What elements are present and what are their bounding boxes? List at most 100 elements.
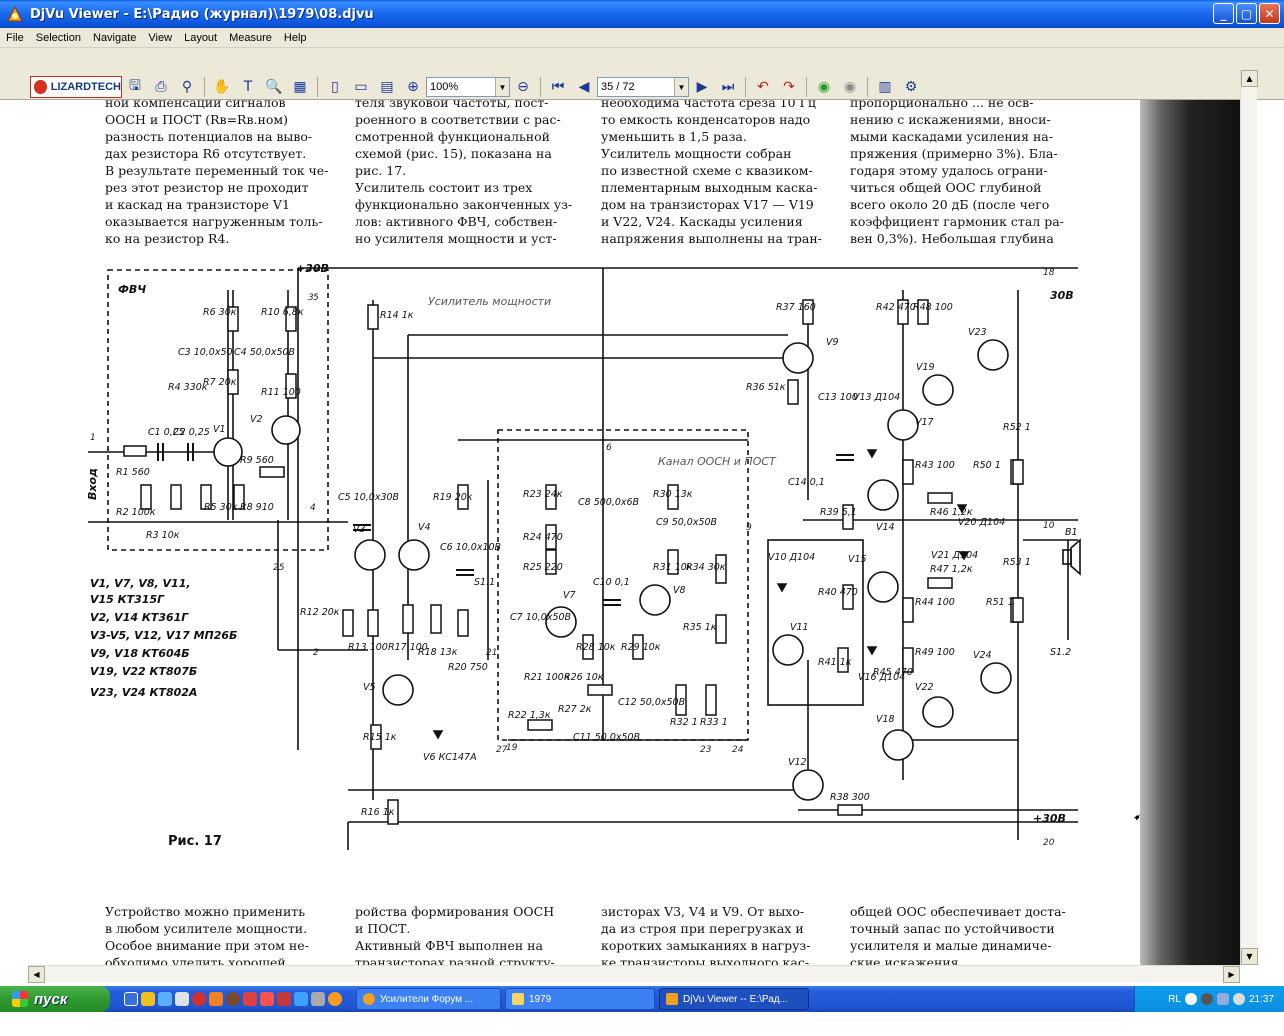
text-line: читься общей ООС глубиной — [850, 180, 1042, 195]
tray-app-icon[interactable] — [1200, 993, 1213, 1005]
component-label: V7 — [563, 590, 576, 601]
title-bar[interactable]: DjVu Viewer - E:\Радио (журнал)\1979\08.… — [0, 0, 1284, 28]
quicklaunch-app-icon[interactable] — [328, 992, 342, 1006]
start-button[interactable]: пуск — [0, 986, 110, 1012]
text-select-icon[interactable]: T — [243, 79, 253, 95]
fit-width-icon[interactable]: ▤ — [380, 79, 394, 95]
last-page-icon[interactable]: ⏭ — [721, 79, 735, 95]
zoom-tool-icon[interactable]: 🔍 — [265, 79, 283, 95]
minimize-button[interactable]: _ — [1213, 3, 1234, 24]
component-label: R51 1 — [986, 597, 1014, 608]
chevron-down-icon[interactable]: ▼ — [674, 78, 688, 96]
rotate-left-icon[interactable]: ↶ — [757, 79, 769, 95]
component-label: R4 330к — [168, 382, 208, 393]
horizontal-scrollbar[interactable]: ◀ ▶ — [28, 965, 1240, 983]
menu-file[interactable]: File — [6, 31, 24, 44]
single-page-icon[interactable]: ▯ — [331, 79, 339, 95]
clock[interactable]: 21:37 — [1248, 993, 1274, 1005]
scroll-up-icon[interactable]: ▲ — [1241, 70, 1258, 87]
chevron-down-icon[interactable]: ▼ — [495, 78, 509, 96]
zoom-in-icon[interactable]: ⊕ — [407, 79, 419, 95]
close-button[interactable]: ✕ — [1259, 3, 1280, 24]
component-label: V1 — [213, 424, 226, 435]
component-label: C12 50,0х50В — [618, 697, 685, 708]
text-line: дом на транзисторах V17 — V19 — [601, 197, 814, 212]
component-label: R17 100 — [388, 642, 428, 653]
component-label: C2 0,25 — [173, 427, 210, 438]
document-page[interactable]: ной компенсации сигналов ООСН и ПОСТ (Rв… — [28, 100, 1240, 965]
menu-help[interactable]: Help — [283, 31, 307, 44]
scroll-right-icon[interactable]: ▶ — [1223, 966, 1240, 983]
quicklaunch-app-icon[interactable] — [175, 992, 189, 1006]
back-icon[interactable]: ◉ — [817, 79, 831, 95]
quicklaunch-app-icon[interactable] — [141, 992, 155, 1006]
page-combo[interactable]: 35 / 72 ▼ — [597, 77, 689, 97]
quicklaunch-app-icon[interactable] — [311, 992, 325, 1006]
thumbnails-icon[interactable]: ▥ — [878, 79, 892, 95]
region-select-icon[interactable]: ▦ — [293, 79, 307, 95]
vertical-scrollbar[interactable]: ▲ ▼ — [1240, 70, 1258, 965]
text-line: пряжения (примерно 3%). Бла- — [850, 146, 1058, 161]
maximize-button[interactable]: ▢ — [1236, 3, 1257, 24]
quicklaunch-app-icon[interactable] — [260, 992, 274, 1006]
language-indicator[interactable]: RL — [1168, 993, 1181, 1005]
schematic-label-plus30-bottom: +30В — [1033, 812, 1066, 825]
text-line: оказывается нагруженным толь- — [105, 214, 323, 229]
text-line: роенного в соответствии с рас- — [355, 112, 561, 127]
taskbar-item-djvu[interactable]: DjVu Viewer -- E:\Рад... — [659, 988, 809, 1010]
save-icon[interactable]: 🖫 — [129, 78, 141, 94]
taskbar-item-folder[interactable]: 1979 — [505, 988, 655, 1010]
quicklaunch-app-icon[interactable] — [294, 992, 308, 1006]
text-column-bottom-2: ройства формирования ООСН и ПОСТ. Активн… — [355, 903, 590, 965]
print-icon[interactable]: ⎙ — [155, 79, 167, 95]
find-icon[interactable]: ⚲ — [181, 79, 193, 95]
node-label: 21 — [486, 648, 497, 658]
scroll-down-icon[interactable]: ▼ — [1241, 948, 1258, 965]
component-label: R48 100 — [913, 302, 953, 313]
text-column-bottom-3: зисторах V3, V4 и V9. От выхо- да из стр… — [601, 903, 841, 965]
quicklaunch-app-icon[interactable] — [192, 992, 206, 1006]
quicklaunch-app-icon[interactable] — [158, 992, 172, 1006]
forward-icon[interactable]: ◉ — [843, 79, 857, 95]
taskbar-item-forum[interactable]: Усилители Форум ... — [356, 988, 501, 1010]
options-icon[interactable]: ⚙ — [904, 79, 918, 95]
network-icon[interactable] — [1216, 993, 1229, 1005]
text-line: в любом усилителе мощности. — [105, 921, 308, 936]
quicklaunch-app-icon[interactable] — [226, 992, 240, 1006]
quicklaunch-app-icon[interactable] — [277, 992, 291, 1006]
hand-tool-icon[interactable]: ✋ — [213, 79, 231, 95]
menu-view[interactable]: View — [148, 31, 173, 44]
zoom-combo[interactable]: 100% ▼ — [426, 77, 510, 97]
text-line: ООСН и ПОСТ (Rв=Rв.ном) — [105, 112, 288, 127]
show-desktop-icon[interactable] — [124, 992, 138, 1006]
node-label: 25 — [273, 563, 285, 573]
next-page-icon[interactable]: ▶ — [696, 79, 708, 95]
quicklaunch-app-icon[interactable] — [209, 992, 223, 1006]
menu-selection[interactable]: Selection — [35, 31, 81, 44]
menu-layout[interactable]: Layout — [184, 31, 218, 44]
quicklaunch-app-icon[interactable] — [243, 992, 257, 1006]
zoom-value: 100% — [430, 81, 459, 93]
quick-launch — [124, 992, 342, 1006]
tray-expand-icon[interactable] — [1184, 993, 1197, 1005]
menu-navigate[interactable]: Navigate — [93, 31, 137, 44]
first-page-icon[interactable]: ⏮ — [551, 79, 565, 95]
transistor-list-line: V19, V22 КТ807Б — [90, 665, 197, 678]
text-line: рез этот резистор не проходит — [105, 180, 309, 195]
rotate-right-icon[interactable]: ↷ — [783, 79, 795, 95]
component-label: R37 160 — [776, 302, 816, 313]
previous-page-icon[interactable]: ◀ — [578, 79, 590, 95]
text-line: транзисторах разной структу- — [355, 955, 555, 965]
text-line: Особое внимание при этом не- — [105, 938, 309, 953]
scroll-left-icon[interactable]: ◀ — [28, 966, 45, 983]
menu-measure[interactable]: Measure — [229, 31, 272, 44]
component-label: R33 1 — [700, 717, 728, 728]
fit-page-icon[interactable]: ▭ — [354, 79, 368, 95]
lizardtech-logo[interactable]: LIZARDTECH — [30, 76, 122, 98]
component-label: C14 0,1 — [788, 477, 825, 488]
node-label: 2 — [313, 648, 319, 658]
volume-icon[interactable] — [1232, 993, 1245, 1005]
text-line: нению с искажениями, вноси- — [850, 112, 1051, 127]
toolbar-separator — [317, 77, 318, 97]
zoom-out-icon[interactable]: ⊖ — [517, 79, 529, 95]
